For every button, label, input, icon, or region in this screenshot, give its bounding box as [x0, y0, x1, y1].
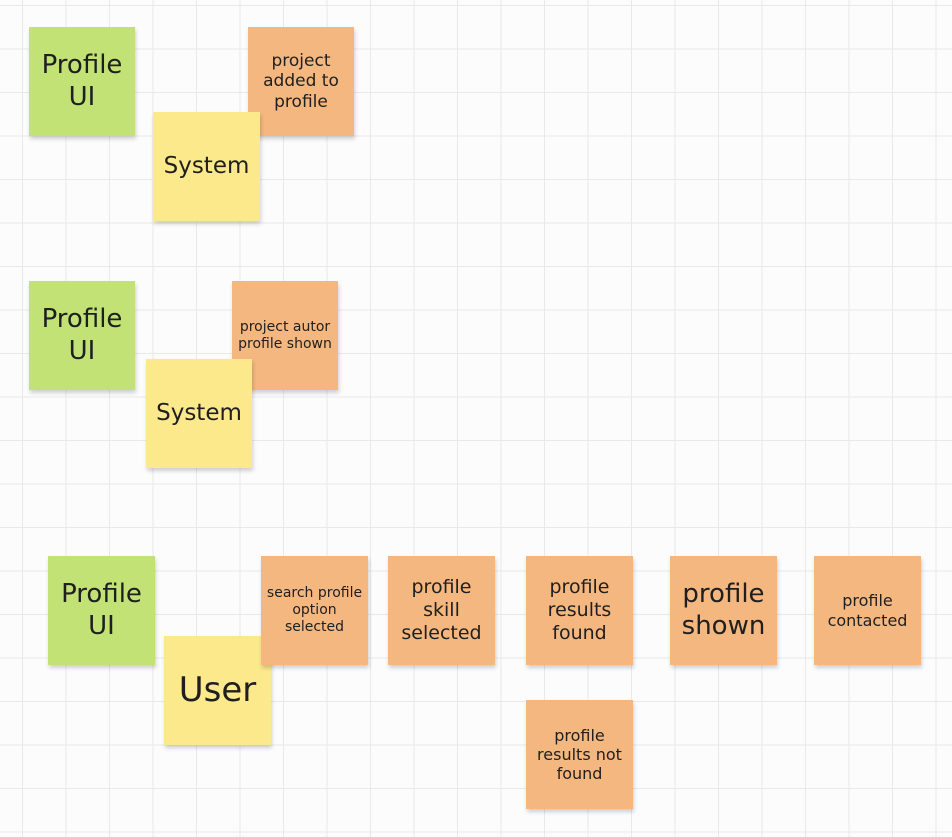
event-note-skill-selected[interactable]: profile skill selected	[388, 556, 495, 665]
note-text: System	[163, 152, 250, 179]
note-text: search profile option selected	[266, 585, 363, 635]
profile-ui-note-2[interactable]: Profile UI	[29, 281, 135, 390]
system-note-2[interactable]: System	[146, 359, 252, 468]
event-note-results-not-found[interactable]: profile results not found	[526, 700, 633, 809]
note-text: System	[156, 399, 242, 426]
note-text: project autor profile shown	[238, 318, 332, 352]
note-text: profile skill selected	[401, 576, 482, 644]
note-text: profile results found	[547, 576, 612, 644]
profile-ui-note-1[interactable]: Profile UI	[29, 27, 135, 136]
event-note-profile-shown[interactable]: profile shown	[670, 556, 777, 665]
system-note-1[interactable]: System	[153, 112, 260, 221]
note-text: Profile UI	[61, 579, 142, 641]
profile-ui-note-3[interactable]: Profile UI	[48, 556, 155, 665]
note-text: User	[178, 670, 257, 711]
event-note-results-found[interactable]: profile results found	[526, 556, 633, 665]
note-text: profile results not found	[537, 725, 622, 784]
note-text: Profile UI	[41, 50, 123, 112]
note-text: Profile UI	[41, 304, 123, 366]
event-note-search-profile[interactable]: search profile option selected	[261, 556, 368, 665]
event-note-profile-contacted[interactable]: profile contacted	[814, 556, 921, 665]
note-text: profile contacted	[827, 591, 908, 630]
event-note-project-added[interactable]: project added to profile	[248, 27, 354, 136]
user-actor-note[interactable]: User	[164, 636, 271, 745]
note-text: project added to profile	[263, 50, 339, 112]
note-text: profile shown	[681, 579, 766, 641]
